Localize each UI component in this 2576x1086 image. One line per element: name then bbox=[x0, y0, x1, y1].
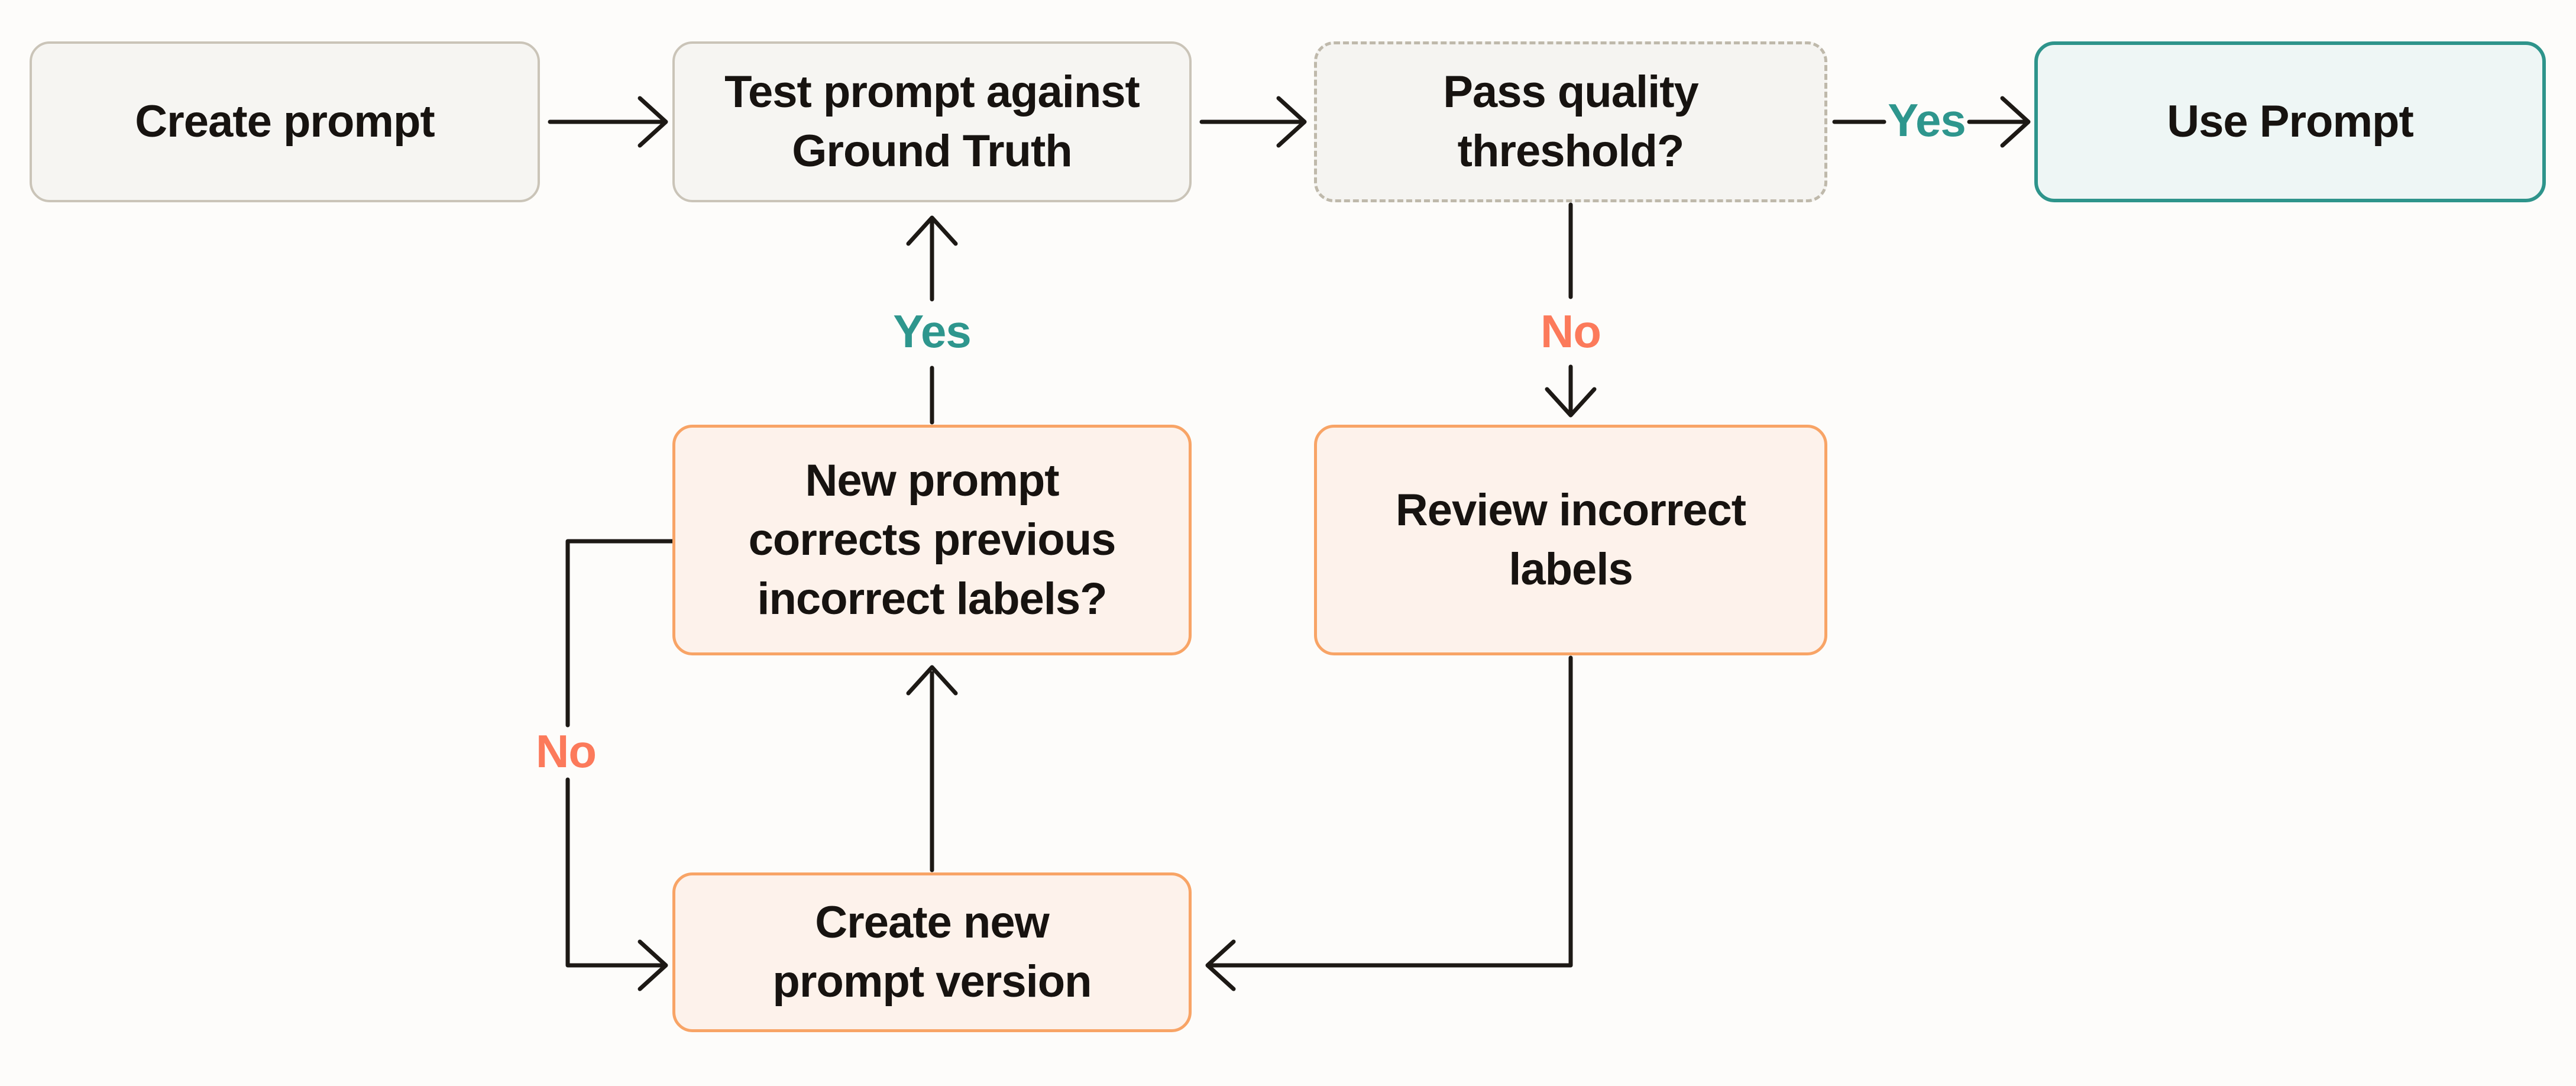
edge-label-no-review: No bbox=[1541, 305, 1601, 357]
arrow-corrects-no-loop bbox=[565, 539, 675, 991]
edge-label-no-new-version: No bbox=[536, 725, 597, 777]
arrow-threshold-to-review bbox=[1545, 202, 1597, 418]
arrow-threshold-to-use-prompt bbox=[1832, 96, 2031, 148]
arrow-review-to-version bbox=[1205, 655, 1573, 991]
arrow-create-to-test bbox=[548, 96, 668, 148]
edge-label-yes-retest: Yes bbox=[893, 305, 971, 357]
node-test-prompt-against-ground-truth: Test prompt against Ground Truth bbox=[672, 41, 1192, 202]
arrow-test-to-threshold bbox=[1199, 96, 1307, 148]
arrow-version-to-corrects bbox=[906, 665, 958, 872]
node-pass-quality-threshold: Pass quality threshold? bbox=[1314, 41, 1827, 202]
arrow-corrects-to-test bbox=[906, 215, 958, 425]
edge-label-yes-use-prompt: Yes bbox=[1888, 94, 1966, 146]
node-create-new-prompt-version: Create new prompt version bbox=[672, 872, 1192, 1032]
node-create-prompt: Create prompt bbox=[30, 41, 540, 202]
node-review-incorrect-labels: Review incorrect labels bbox=[1314, 425, 1827, 655]
node-use-prompt: Use Prompt bbox=[2034, 41, 2546, 202]
node-new-prompt-corrects-previous-incorrect-labels: New prompt corrects previous incorrect l… bbox=[672, 425, 1192, 655]
